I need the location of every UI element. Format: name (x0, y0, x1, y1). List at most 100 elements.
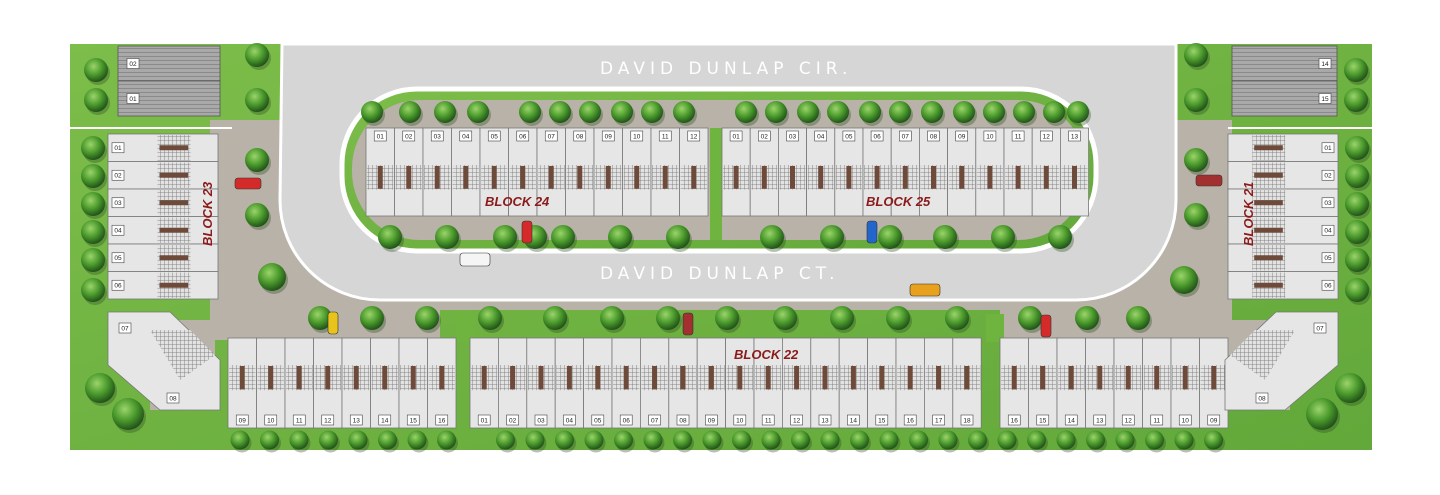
townhouse-unit: 05 (107, 243, 219, 272)
unit-tag-box (761, 414, 775, 426)
townhouse-unit: 02 (394, 127, 424, 217)
townhouse-unit: 01 (1227, 133, 1339, 162)
tree-icon (933, 225, 957, 249)
unit-tag-box (630, 130, 644, 142)
tree-icon (245, 88, 269, 112)
unit-tag-box (430, 130, 444, 142)
tree-icon (1345, 192, 1369, 216)
townhouse-unit: 04 (554, 337, 585, 429)
tree-icon (584, 430, 604, 450)
unit-tag-box (378, 414, 392, 426)
unit-tag-box (477, 414, 491, 426)
unit-tag-box (534, 414, 548, 426)
tree-icon (656, 306, 680, 330)
unit-tag-box (1068, 130, 1081, 142)
townhouse-unit: 12 (313, 337, 343, 429)
townhouse-unit: 04 (107, 216, 219, 245)
townhouse-unit: 12 (1031, 127, 1061, 217)
tree-icon (715, 306, 739, 330)
unit-tag-box (1318, 93, 1332, 104)
unit-number: 16 (438, 417, 446, 424)
townhouse-unit: 05 (479, 127, 509, 217)
unit-number: 05 (114, 255, 122, 262)
tree-icon (921, 101, 943, 123)
tree-icon (551, 225, 575, 249)
townhouse-unit: 01 (365, 127, 395, 217)
tree-icon (983, 101, 1005, 123)
tree-icon (820, 225, 844, 249)
tree-icon (820, 430, 840, 450)
tree-icon (1345, 136, 1369, 160)
unit-number: 10 (1182, 417, 1190, 424)
unit-tag-box (1321, 224, 1335, 236)
tree-icon (525, 430, 545, 450)
unit-number: 07 (121, 325, 129, 332)
unit-tag-box (1321, 197, 1335, 209)
townhouse-unit: 08 (668, 337, 698, 429)
unit-tag-box (619, 414, 633, 426)
unit-tag-box (111, 197, 125, 209)
unit-tag-box (544, 130, 558, 142)
tree-icon (773, 306, 797, 330)
tree-icon (1145, 430, 1164, 450)
tree-icon (81, 248, 105, 272)
tree-icon (399, 101, 421, 123)
tree-icon (308, 306, 332, 330)
tree-icon (1344, 58, 1368, 82)
car-icon (866, 220, 878, 244)
townhouse-unit: 05 (834, 127, 864, 217)
townhouse-unit: 17 (924, 337, 954, 429)
unit-number: 06 (623, 417, 631, 424)
tree-icon (702, 430, 722, 450)
tree-icon (112, 398, 144, 430)
tree-icon (245, 43, 269, 67)
unit-tag-box (983, 130, 997, 142)
unit-tag-box (1093, 414, 1107, 426)
unit-number: 13 (1096, 417, 1104, 424)
block-label-24: BLOCK 24 (485, 194, 550, 209)
trees (81, 43, 1371, 453)
unit-tag-box (842, 130, 856, 142)
unit-number: 01 (481, 417, 489, 424)
unit-tag-box (705, 414, 718, 426)
tree-icon (289, 430, 309, 450)
tree-icon (1013, 101, 1035, 123)
unit-number: 01 (114, 145, 122, 152)
block-label-21: BLOCK 21 (1241, 182, 1256, 246)
tree-icon (945, 306, 969, 330)
tree-icon (1086, 430, 1105, 450)
townhouse-unit: 02 (1227, 161, 1339, 190)
unit-tag-box (729, 130, 743, 142)
townhouse-unit: 02 (749, 127, 779, 217)
townhouse-unit: 15 (867, 337, 897, 429)
unit-number: 04 (462, 133, 470, 140)
unit-number: 03 (1324, 200, 1332, 207)
townhouse-unit: 04 (806, 127, 836, 217)
unit-tag-box (1064, 414, 1078, 426)
townhouse-unit: 03 (526, 337, 556, 429)
unit-tag-box (733, 414, 747, 426)
townhouse-unit: 06 (611, 337, 641, 429)
tree-icon (1174, 430, 1194, 450)
townhouse-unit: 06 (508, 127, 538, 217)
tree-icon (434, 101, 456, 123)
unit-tag-box (1207, 414, 1221, 426)
car-icon (682, 312, 694, 336)
tree-icon (608, 225, 632, 249)
townhouse-unit: 10 (975, 127, 1005, 217)
townhouse-unit: 06 (107, 271, 219, 300)
unit-tag-box (814, 130, 828, 142)
townhouse-unit: 13 (810, 337, 840, 429)
unit-number: 03 (537, 417, 545, 424)
tree-icon (1345, 164, 1369, 188)
unit-tag-box (601, 130, 615, 142)
tree-icon (611, 101, 633, 123)
unit-tag-box (757, 130, 771, 142)
tree-icon (761, 430, 781, 450)
tree-icon (643, 430, 663, 450)
townhouse-unit: 13 (341, 337, 371, 429)
unit-tag-box (898, 130, 912, 142)
